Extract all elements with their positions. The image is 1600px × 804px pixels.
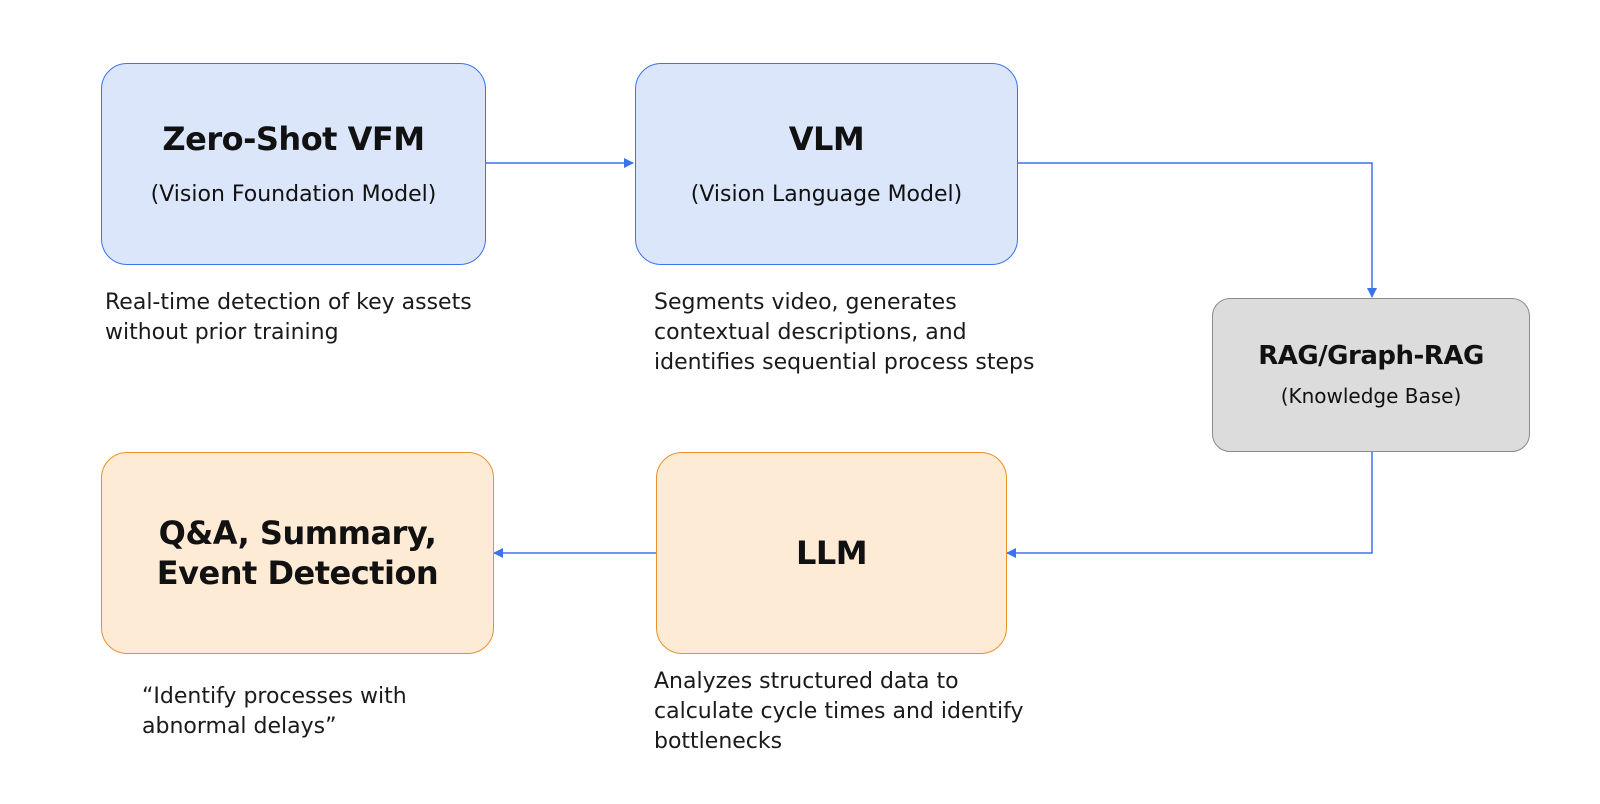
arrow-rag-to-llm [1006,452,1373,558]
qa-title-line: Event Detection [156,554,439,592]
qa-node: Q&A, Summary, Event Detection [101,452,494,654]
vfm-description-line: without prior training [105,320,339,345]
rag-title: RAG/Graph-RAG [1258,341,1484,371]
llm-description-line: bottlenecks [654,729,783,754]
vfm-node: Zero-Shot VFM (Vision Foundation Model) [101,63,486,265]
rag-node: RAG/Graph-RAG (Knowledge Base) [1212,298,1530,452]
rag-subtitle: (Knowledge Base) [1280,384,1462,408]
qa-title-line: Q&A, Summary, [158,514,437,552]
qa-description-line: abnormal delays” [142,714,337,739]
arrow-vlm-to-rag [1018,162,1377,298]
vlm-description: Segments video, generates contextual des… [654,288,1034,378]
llm-title: LLM [795,534,868,572]
vlm-description-line: identifies sequential process steps [654,350,1035,375]
llm-description-line: calculate cycle times and identify [654,699,1024,724]
llm-description: Analyzes structured data to calculate cy… [654,667,1024,757]
vfm-title: Zero-Shot VFM [162,120,425,158]
vlm-title: VLM [788,120,865,158]
vlm-subtitle: (Vision Language Model) [690,182,963,207]
vlm-description-line: contextual descriptions, and [654,320,967,345]
vfm-description-line: Real-time detection of key assets [105,290,472,315]
vfm-subtitle: (Vision Foundation Model) [150,182,437,207]
qa-description: “Identify processes with abnormal delays… [142,682,407,742]
llm-description-line: Analyzes structured data to [654,669,959,694]
vlm-description-line: Segments video, generates [654,290,957,315]
qa-description-line: “Identify processes with [142,684,407,709]
vlm-node: VLM (Vision Language Model) [635,63,1018,265]
llm-node: LLM [656,452,1007,654]
vfm-description: Real-time detection of key assets withou… [105,288,472,348]
